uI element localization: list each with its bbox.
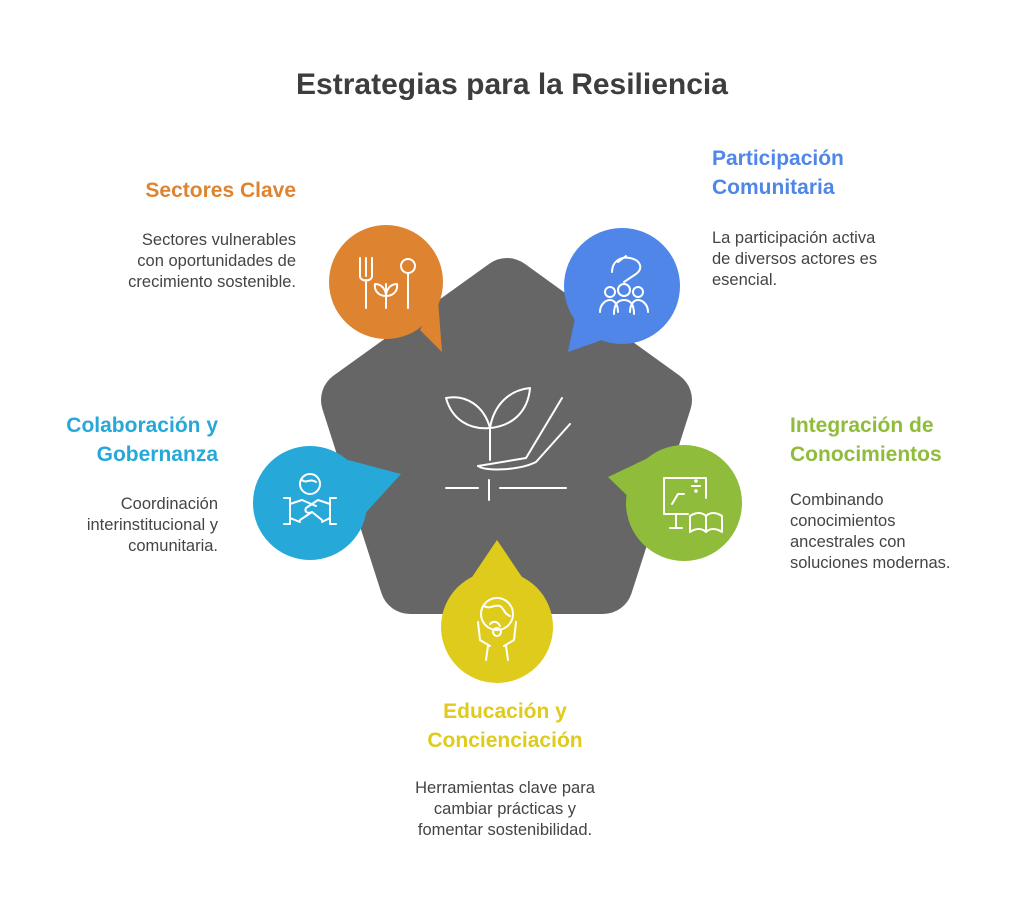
participacion-comunitaria-description: La participación activa de diversos acto… xyxy=(712,228,1012,291)
sectores-clave-desc-line: crecimiento sostenible. xyxy=(128,273,296,291)
colaboracion-gobernanza-description: Coordinación interinstitucional y comuni… xyxy=(0,494,218,557)
educacion-concienciacion-desc-line: cambiar prácticas y xyxy=(433,800,577,818)
colaboracion-gobernanza-node xyxy=(253,446,401,560)
sectores-clave-tip xyxy=(420,300,442,352)
participacion-comunitaria-title: Participación Comunitaria xyxy=(712,144,1012,202)
participacion-comunitaria-title-line: Participación xyxy=(712,147,844,170)
educacion-concienciacion-desc-line: fomentar sostenibilidad. xyxy=(417,821,593,839)
educacion-concienciacion-title-line: Concienciación xyxy=(427,729,583,752)
participacion-comunitaria-desc-line: esencial. xyxy=(712,271,778,289)
sectores-clave-desc-line: con oportunidades de xyxy=(137,252,296,270)
fork-plant-spoon-icon xyxy=(359,257,416,309)
plant-in-hand-icon xyxy=(445,387,571,501)
participacion-comunitaria-desc-line: La participación activa xyxy=(712,229,876,247)
sectores-clave-title: Sectores Clave xyxy=(0,176,296,205)
colaboracion-gobernanza-title-line: Colaboración y xyxy=(66,414,218,437)
participacion-comunitaria-title-line: Comunitaria xyxy=(712,176,835,199)
colaboracion-gobernanza-desc-line: comunitaria. xyxy=(128,537,218,555)
page-title: Estrategias para la Resiliencia xyxy=(296,68,728,101)
community-hand-icon xyxy=(599,255,649,315)
integracion-conocimientos-node xyxy=(608,445,742,561)
colaboracion-gobernanza-title: Colaboración y Gobernanza xyxy=(0,411,218,469)
participacion-comunitaria-desc-line: de diversos actores es xyxy=(712,250,878,268)
educacion-concienciacion-title-line: Educación y xyxy=(443,700,567,723)
educacion-concienciacion-title: Educación y Concienciación xyxy=(355,697,655,755)
educacion-concienciacion-tip xyxy=(466,540,528,586)
colaboracion-gobernanza-desc-line: Coordinación xyxy=(120,495,218,513)
handshake-globe-icon xyxy=(283,473,337,525)
integracion-conocimientos-title-line: Conocimientos xyxy=(790,443,942,466)
colaboracion-gobernanza-desc-line: interinstitucional y xyxy=(86,516,218,534)
integracion-conocimientos-desc-line: ancestrales con xyxy=(790,533,906,551)
integracion-conocimientos-desc-line: conocimientos xyxy=(790,512,896,530)
participacion-comunitaria-node xyxy=(564,228,680,352)
board-book-icon xyxy=(663,477,723,533)
integracion-conocimientos-tip xyxy=(608,458,648,508)
educacion-concienciacion-node xyxy=(441,540,553,683)
colaboracion-gobernanza-title-line: Gobernanza xyxy=(96,443,218,466)
sectores-clave-title-line: Sectores Clave xyxy=(145,179,296,202)
sectores-clave-desc-line: Sectores vulnerables xyxy=(141,231,296,249)
colaboracion-gobernanza-tip xyxy=(348,460,401,530)
integracion-conocimientos-desc-line: Combinando xyxy=(790,491,884,509)
sectores-clave-node xyxy=(329,225,443,352)
person-globe-icon xyxy=(477,597,517,661)
educacion-concienciacion-desc-line: Herramientas clave para xyxy=(415,779,595,797)
integracion-conocimientos-desc-line: soluciones modernas. xyxy=(790,554,951,572)
integracion-conocimientos-description: Combinando conocimientos ancestrales con… xyxy=(790,490,1020,574)
integracion-conocimientos-title: Integración de Conocimientos xyxy=(790,411,1020,469)
educacion-concienciacion-description: Herramientas clave para cambiar práctica… xyxy=(355,778,655,841)
sectores-clave-description: Sectores vulnerables con oportunidades d… xyxy=(0,230,296,293)
participacion-comunitaria-tip xyxy=(568,318,602,352)
integracion-conocimientos-title-line: Integración de xyxy=(790,414,934,437)
